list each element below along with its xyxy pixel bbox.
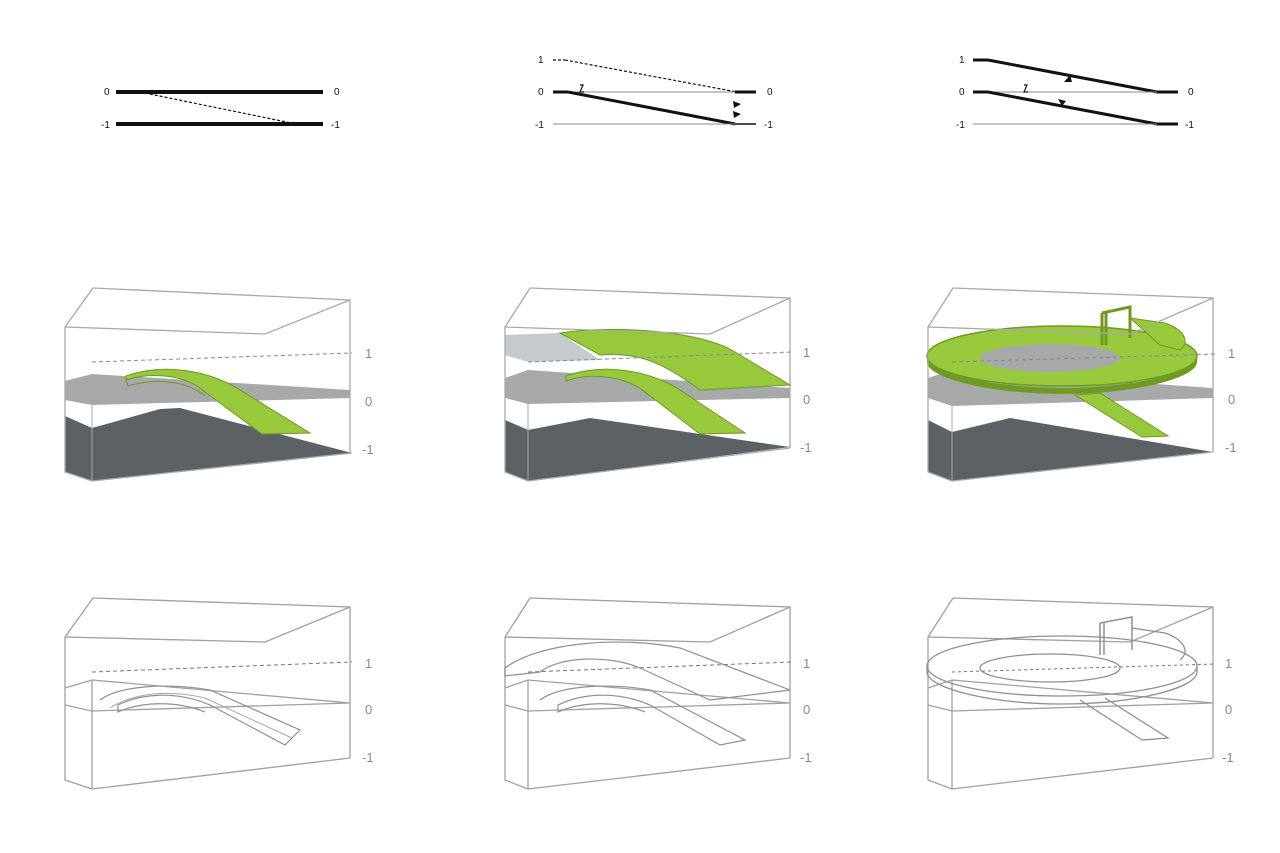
section-diagram-3: 1 0 -1 0 -1 [956,55,1194,131]
green-ramp [125,368,312,435]
axonometric-box-colored-1: 1 0 -1 [64,287,374,482]
direction-arrow-icon [1064,75,1072,82]
box-level-label-minus1: -1 [1222,750,1234,765]
upper-plane-light [505,333,600,362]
box-level-label-1: 1 [803,656,810,671]
box-level-label-minus1: -1 [362,750,374,765]
green-ramp-upper [558,328,792,391]
box-frame-front [927,287,1214,482]
box-level-label-1: 1 [1225,656,1232,671]
box-level-label-minus1: -1 [362,442,374,457]
level-1-dashed-line [527,351,793,363]
level-label-left-0: 0 [538,87,544,98]
person-icon [1023,84,1028,93]
ramp-outline [99,685,302,746]
box-frame-front [64,287,353,482]
box-level-label-0: 0 [803,702,810,717]
box-level-label-1: 1 [365,346,372,361]
box-frame-front [927,597,1214,790]
ramp-dashed-upper [564,59,738,93]
level-label-left-0: 0 [959,87,965,98]
level-label-left-1: 1 [538,55,544,66]
ramp-solid-line [567,90,736,126]
level-1-dashed-line [527,661,793,673]
box-frame-top [504,606,791,643]
box-frame-front [64,597,351,790]
level-label-left-minus1: -1 [956,120,965,131]
box-level-label-minus1: -1 [1225,440,1237,455]
bridge-gate [1100,305,1132,345]
box-level-label-minus1: -1 [800,440,812,455]
box-frame-front [504,597,791,790]
box-frame-top [504,297,791,335]
axonometric-box-colored-2: 1 0 -1 [504,287,812,482]
box-frame-top [64,606,351,643]
green-ramp-edge [125,379,206,397]
level-1-dashed-line [951,663,1216,673]
ramp-outline [539,685,747,746]
ramp-dashed-line [139,91,297,125]
loop-opening-outline [979,653,1121,683]
axonometric-box-outline-1: 1 0 -1 [64,597,374,790]
level-label-right-0: 0 [767,87,773,98]
ramp-lower-outline [1079,697,1170,741]
axonometric-box-outline-2: 1 0 -1 [504,597,812,790]
box-level-label-0: 0 [365,702,372,717]
floor-plane-0-outline [927,679,1214,712]
ground-plane-minus1 [928,418,1213,481]
level-label-left-0: 0 [104,87,110,98]
box-frame-top [64,299,351,335]
bridge-deck-outline [1131,627,1186,661]
direction-arrow-icon [733,111,741,118]
bridge-deck [1128,317,1186,351]
level-label-left-minus1: -1 [101,120,110,131]
level-label-right-minus1: -1 [764,120,773,131]
box-level-label-minus1: -1 [800,750,812,765]
level-label-left-1: 1 [959,55,965,66]
level-label-right-0: 0 [1188,87,1194,98]
floor-plane-0-outline [64,679,351,712]
level-label-right-minus1: -1 [331,120,340,131]
axonometric-box-colored-3: 1 0 -1 [926,287,1237,482]
box-frame-back [92,597,351,758]
level-1-dashed-line [91,661,353,673]
section-diagram-2: 1 0 -1 0 -1 [535,55,773,131]
box-level-label-0: 0 [365,394,372,409]
section-diagram-1: 0 -1 0 -1 [101,87,340,131]
ramp-upper [987,58,1158,94]
level-1-dashed-line [91,352,353,363]
person-icon [579,84,584,93]
box-level-label-0: 0 [803,392,810,407]
box-frame-top [927,297,1214,335]
axonometric-box-outline-3: 1 0 -1 [926,597,1234,790]
direction-arrow-icon [733,101,741,108]
box-level-label-1: 1 [1228,346,1235,361]
box-frame-back [952,597,1214,758]
ramp-lower [987,90,1158,126]
box-frame-front [504,287,791,482]
box-level-label-1: 1 [803,345,810,360]
ground-plane-minus1 [65,408,352,481]
ramp-inner-outline [109,692,293,739]
level-label-right-0: 0 [334,87,340,98]
level-label-left-minus1: -1 [535,120,544,131]
floor-plane-0-outline [504,679,791,712]
green-ramp-lower [565,368,747,435]
upper-ramp-outline [504,641,791,701]
green-ramp-lower [1073,392,1170,438]
box-level-label-1: 1 [365,656,372,671]
box-level-label-0: 0 [1228,392,1235,407]
ground-plane-minus1 [505,418,790,481]
loop-opening [980,344,1120,372]
bridge-gate-outline [1099,616,1133,655]
direction-arrow-icon [1058,99,1066,106]
level-label-right-minus1: -1 [1185,120,1194,131]
green-loop-edge [927,356,1197,394]
loop-edge-outline [926,666,1198,705]
box-frame-back [529,597,791,758]
box-frame-top [927,606,1214,643]
box-level-label-0: 0 [1225,702,1232,717]
level-1-dashed-line [951,353,1216,363]
